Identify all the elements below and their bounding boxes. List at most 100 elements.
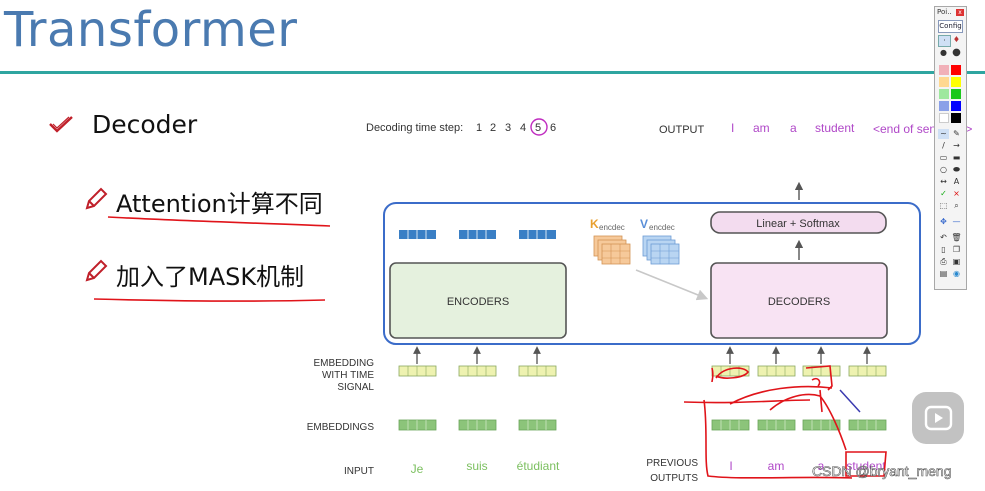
v-label: V bbox=[640, 217, 648, 231]
output-token-1: I bbox=[731, 121, 734, 135]
k-subscript: encdec bbox=[599, 223, 625, 232]
move-tool-icon[interactable]: ✥ bbox=[940, 217, 947, 226]
red-annotations bbox=[683, 365, 887, 479]
time-step-3: 3 bbox=[505, 122, 511, 134]
color-red-swatch[interactable] bbox=[951, 65, 961, 75]
time-step-4: 4 bbox=[520, 122, 526, 134]
pencil-icon bbox=[85, 259, 108, 282]
row-label-embedding: EMBEDDING bbox=[313, 358, 374, 369]
color-peach-swatch[interactable] bbox=[939, 77, 949, 87]
row-label-signal: SIGNAL bbox=[337, 382, 374, 393]
trash-icon[interactable]: 🗑 bbox=[951, 233, 962, 242]
color-yellow-swatch[interactable] bbox=[951, 77, 961, 87]
v-matrix bbox=[642, 235, 680, 265]
color-green-swatch[interactable] bbox=[951, 89, 961, 99]
blue-stroke bbox=[839, 389, 861, 413]
encoders-label: ENCODERS bbox=[447, 296, 509, 308]
title-divider bbox=[0, 71, 985, 74]
large-dot-icon[interactable]: ● bbox=[952, 47, 961, 58]
output-token-3: a bbox=[790, 121, 797, 135]
kv-arrow bbox=[635, 269, 709, 301]
print-icon[interactable]: ⎙ bbox=[940, 257, 947, 266]
row-label-previous: PREVIOUS bbox=[646, 458, 698, 469]
freehand-tool-icon[interactable]: ~ bbox=[938, 129, 949, 139]
time-step-2: 2 bbox=[490, 122, 496, 134]
toolbar-config-button[interactable]: Config bbox=[938, 20, 963, 33]
copy-icon[interactable]: ❐ bbox=[952, 245, 961, 254]
k-label: K bbox=[590, 217, 599, 231]
pencil-icon bbox=[85, 187, 108, 210]
encoders-box bbox=[389, 262, 567, 339]
k-matrix bbox=[593, 235, 631, 265]
color-pink-swatch[interactable] bbox=[939, 65, 949, 75]
decoders-box bbox=[710, 262, 888, 339]
toolbar-close-button[interactable]: x bbox=[956, 9, 964, 16]
watermark: CSDN @bryant_meng bbox=[812, 463, 952, 480]
row-label-input: INPUT bbox=[344, 466, 374, 477]
input-token-etudiant: étudiant bbox=[517, 459, 560, 473]
color-black-swatch[interactable] bbox=[951, 113, 961, 123]
bullet-mask: 加入了MASK机制 bbox=[116, 263, 305, 291]
filled-rectangle-icon[interactable]: ▬ bbox=[952, 153, 961, 162]
zoom-tool-icon[interactable]: ⌕ bbox=[954, 201, 959, 210]
previous-token-3: a bbox=[818, 459, 825, 473]
linear-softmax-label: Linear + Softmax bbox=[756, 218, 840, 230]
undo-icon[interactable]: ↶ bbox=[940, 233, 947, 242]
double-arrow-icon[interactable]: ↔ bbox=[940, 177, 947, 186]
row-label-outputs: OUTPUTS bbox=[650, 473, 698, 484]
row-label-embeddings: EMBEDDINGS bbox=[307, 422, 375, 433]
output-token-4: student bbox=[815, 121, 855, 135]
color-lightgreen-swatch[interactable] bbox=[939, 89, 949, 99]
new-page-icon[interactable]: ▯ bbox=[941, 245, 946, 254]
input-token-suis: suis bbox=[466, 459, 487, 473]
encoder-output-vectors bbox=[399, 230, 556, 239]
time-step-1: 1 bbox=[476, 122, 482, 134]
encoder-input-column bbox=[398, 346, 557, 431]
input-token-je: Je bbox=[411, 462, 424, 476]
ellipse-tool-icon[interactable]: ○ bbox=[940, 165, 947, 174]
time-step-6: 6 bbox=[550, 122, 556, 134]
line-tool-icon[interactable]: / bbox=[942, 141, 945, 150]
toolbar-title-text: Poi.. bbox=[937, 8, 952, 16]
filled-ellipse-icon[interactable]: ⬬ bbox=[953, 165, 960, 174]
row-label-with-time: WITH TIME bbox=[322, 370, 374, 381]
output-token-2: am bbox=[753, 121, 770, 135]
color-lightblue-swatch[interactable] bbox=[939, 101, 949, 111]
globe-icon[interactable]: ◉ bbox=[953, 269, 960, 278]
decoder-input-column bbox=[711, 346, 887, 431]
output-label: OUTPUT bbox=[659, 124, 705, 136]
linear-softmax-box bbox=[710, 211, 887, 234]
model-frame bbox=[383, 202, 921, 345]
decoders-label: DECODERS bbox=[768, 296, 830, 308]
previous-token-1: I bbox=[729, 459, 732, 473]
text-tool-icon[interactable]: A bbox=[953, 177, 960, 186]
arrow-tool-icon[interactable]: → bbox=[953, 141, 960, 150]
v-subscript: encdec bbox=[649, 223, 675, 232]
play-icon bbox=[924, 405, 953, 431]
image-icon[interactable]: ▤ bbox=[939, 269, 948, 278]
previous-token-4: student bbox=[846, 459, 886, 473]
slide-title: Transformer bbox=[4, 2, 298, 58]
save-icon[interactable]: ▣ bbox=[952, 257, 961, 266]
color-white-swatch[interactable] bbox=[939, 113, 949, 123]
small-dot-icon[interactable]: ● bbox=[940, 48, 947, 57]
current-step-circle bbox=[530, 118, 548, 136]
check-icon bbox=[49, 116, 73, 133]
select-tool-icon[interactable]: ⬚ bbox=[939, 201, 948, 210]
bullet-attention: Attention计算不同 bbox=[116, 190, 323, 218]
previous-token-2: am bbox=[768, 459, 785, 473]
minus-tool-icon[interactable]: — bbox=[952, 217, 961, 226]
time-step-5: 5 bbox=[535, 122, 541, 134]
rectangle-tool-icon[interactable]: ▭ bbox=[939, 153, 948, 162]
play-button[interactable] bbox=[912, 392, 964, 444]
color-blue-swatch[interactable] bbox=[951, 101, 961, 111]
laser-tool-icon[interactable]: ♦ bbox=[952, 35, 961, 44]
time-step-label: Decoding time step: bbox=[366, 122, 463, 134]
toolbar-title: Poi.. x bbox=[935, 7, 966, 18]
check-tool-icon[interactable]: ✓ bbox=[940, 189, 947, 198]
bullet-decoder: Decoder bbox=[92, 110, 198, 139]
pointer-tool-icon[interactable]: · bbox=[938, 35, 951, 47]
cross-tool-icon[interactable]: × bbox=[953, 189, 960, 198]
highlighter-tool-icon[interactable]: ✎ bbox=[953, 129, 960, 138]
